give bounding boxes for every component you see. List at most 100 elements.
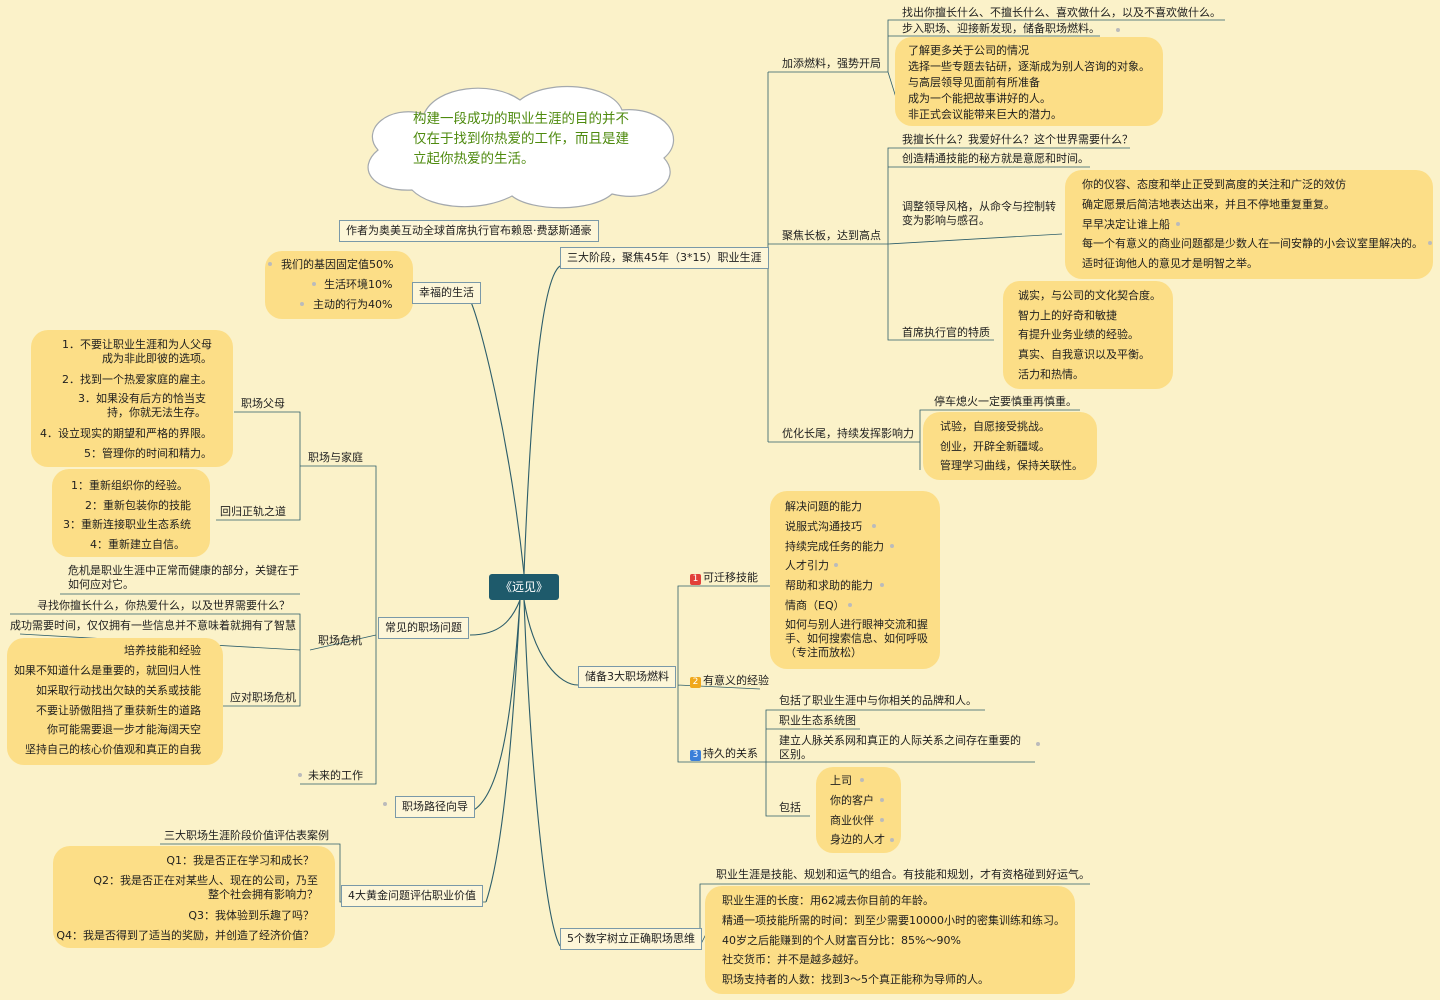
five-intro[interactable]: 职业生涯是技能、规划和运气的组合。有技能和规划，才有资格碰到好运气。 — [716, 868, 1090, 881]
include-highlight — [819, 770, 898, 850]
fuel-sub-item[interactable]: 与高层领导见面前有所准备 — [908, 76, 1040, 89]
respond-item[interactable]: 不要让骄傲阻挡了重获新生的道路 — [36, 704, 201, 717]
fuel-node[interactable]: 加添燃料，强势开局 — [782, 57, 881, 70]
parents-item[interactable]: 1．不要让职业生涯和为人父母成为非此即彼的选项。 — [62, 338, 212, 365]
skill-item[interactable]: 如何与别人进行眼神交流和握手、如何搜索信息、如何呼吸（专注而放松） — [785, 618, 928, 659]
reserve-node[interactable]: 储备3大职场燃料 — [578, 666, 676, 688]
five-item[interactable]: 职业生涯的长度：用62减去你目前的年龄。 — [722, 894, 934, 907]
lead-item[interactable]: 适时征询他人的意见才是明智之举。 — [1082, 257, 1258, 270]
parents-item[interactable]: 2．找到一个热爱家庭的雇主。 — [62, 373, 212, 386]
include-item[interactable]: 上司 — [830, 774, 852, 787]
return-item[interactable]: 2：重新包装你的技能 — [85, 499, 191, 512]
five-item[interactable]: 职场支持者的人数：找到3～5个真正能称为导师的人。 — [722, 973, 989, 986]
fuel-sub-item[interactable]: 成为一个能把故事讲好的人。 — [908, 92, 1051, 105]
skill-item[interactable]: 说服式沟通技巧 — [785, 520, 862, 533]
expand-dot-icon — [268, 262, 272, 266]
happy-item[interactable]: 主动的行为40% — [313, 298, 393, 311]
ceo-node[interactable]: 首席执行官的特质 — [902, 326, 990, 339]
skill-item[interactable]: 人才引力 — [785, 559, 829, 572]
family-node[interactable]: 职场与家庭 — [308, 451, 363, 464]
respond-item[interactable]: 你可能需要退一步才能海阔天空 — [47, 723, 201, 736]
relation-item[interactable]: 职业生态系统图 — [779, 714, 856, 727]
return-node[interactable]: 回归正轨之道 — [220, 505, 286, 518]
include-item[interactable]: 你的客户 — [830, 794, 874, 807]
common-node[interactable]: 常见的职场问题 — [378, 617, 469, 639]
fuel-item[interactable]: 步入职场、迎接新发现，储备职场燃料。 — [902, 22, 1100, 35]
tail-item[interactable]: 管理学习曲线，保持关联性。 — [940, 459, 1083, 472]
lead-item[interactable]: 早早决定让谁上船 — [1082, 218, 1170, 231]
tail-item[interactable]: 停车熄火一定要慎重再慎重。 — [934, 395, 1077, 408]
happy-node[interactable]: 幸福的生活 — [412, 282, 481, 304]
author-node[interactable]: 作者为奥美互动全球首席执行官布赖恩·费瑟斯通豪 — [339, 220, 599, 242]
crisis-item[interactable]: 寻找你擅长什么，你热爱什么，以及世界需要什么？ — [37, 599, 290, 612]
five-item[interactable]: 精通一项技能所需的时间：到至少需要10000小时的密集训练和练习。 — [722, 914, 1065, 927]
return-item[interactable]: 1：重新组织你的经验。 — [71, 479, 188, 492]
include-item[interactable]: 身边的人才 — [830, 833, 885, 846]
path-node[interactable]: 职场路径向导 — [395, 796, 475, 818]
five-item[interactable]: 社交货币：并不是越多越好。 — [722, 953, 865, 966]
happy-item[interactable]: 我们的基因固定值50% — [281, 258, 394, 271]
number-1-icon: 1 — [690, 574, 701, 585]
lead-item[interactable]: 你的仪容、态度和举止正受到高度的关注和广泛的效仿 — [1082, 178, 1346, 191]
root-node[interactable]: 《远见》 — [489, 574, 559, 600]
expand-dot-icon — [880, 818, 884, 822]
golden-item[interactable]: Q2：我是否正在对某些人、现在的公司，乃至整个社会拥有影响力？ — [93, 874, 318, 901]
golden-node[interactable]: 4大黄金问题评估职业价值 — [341, 885, 483, 907]
ceo-item[interactable]: 真实、自我意识以及平衡。 — [1018, 348, 1150, 361]
five-item[interactable]: 40岁之后能赚到的个人财富百分比：85%～90% — [722, 934, 961, 947]
respond-item[interactable]: 如采取行动找出欠缺的关系或技能 — [36, 684, 201, 697]
skill-item[interactable]: 帮助和求助的能力 — [785, 579, 873, 592]
parents-item[interactable]: 3．如果没有后方的恰当支持，你就无法生存。 — [78, 392, 206, 419]
expand-dot-icon — [383, 802, 387, 806]
relation-item[interactable]: 包括了职业生涯中与你相关的品牌和人。 — [779, 694, 977, 707]
tail-node[interactable]: 优化长尾，持续发挥影响力 — [782, 427, 914, 440]
crisis-node[interactable]: 职场危机 — [318, 634, 362, 647]
fuel-sub-item[interactable]: 了解更多关于公司的情况 — [908, 44, 1029, 57]
relation-item[interactable]: 建立人脉关系网和真正的人际关系之间存在重要的区别。 — [779, 734, 1021, 761]
skills-highlight — [773, 494, 937, 666]
respond-item[interactable]: 培养技能和经验 — [124, 644, 201, 657]
lead-item[interactable]: 每一个有意义的商业问题都是少数人在一间安静的小会议室里解决的。 — [1082, 237, 1423, 250]
return-item[interactable]: 3：重新连接职业生态系统 — [63, 518, 191, 531]
include-item[interactable]: 商业伙伴 — [830, 814, 874, 827]
ceo-item[interactable]: 活力和热情。 — [1018, 368, 1084, 381]
focus-item[interactable]: 我擅长什么？我爱好什么？这个世界需要什么？ — [902, 133, 1133, 146]
ceo-highlight — [1006, 284, 1170, 386]
fuel-sub-item[interactable]: 选择一些专题去钻研，逐渐成为别人咨询的对象。 — [908, 60, 1150, 73]
focus-node[interactable]: 聚焦长板，达到高点 — [782, 229, 881, 242]
tail-item[interactable]: 试验，自愿接受挑战。 — [940, 420, 1050, 433]
lead-item[interactable]: 确定愿景后简洁地表达出来，并且不停地重复重复。 — [1082, 198, 1335, 211]
golden-item[interactable]: Q4：我是否得到了适当的奖励，并创造了经济价值？ — [56, 929, 314, 942]
golden-item[interactable]: Q3：我体验到乐趣了吗？ — [188, 909, 314, 922]
respond-item[interactable]: 坚持自己的核心价值观和真正的自我 — [25, 743, 201, 756]
parents-item[interactable]: 4．设立现实的期望和严格的界限。 — [40, 427, 212, 440]
respond-item[interactable]: 如果不知道什么是重要的，就回归人性 — [14, 664, 201, 677]
focus-item[interactable]: 创造精通技能的秘方就是意愿和时间。 — [902, 152, 1089, 165]
skill-item[interactable]: 持续完成任务的能力 — [785, 540, 884, 553]
fuel-item[interactable]: 找出你擅长什么、不擅长什么、喜欢做什么，以及不喜欢做什么。 — [902, 6, 1221, 19]
parents-node[interactable]: 职场父母 — [241, 397, 285, 410]
three-stages-node[interactable]: 三大阶段，聚焦45年（3*15）职业生涯 — [560, 247, 769, 269]
parents-item[interactable]: 5：管理你的时间和精力。 — [84, 447, 212, 460]
ceo-item[interactable]: 有提升业务业绩的经验。 — [1018, 328, 1139, 341]
fuel-sub-item[interactable]: 非正式会议能带来巨大的潜力。 — [908, 108, 1062, 121]
five-numbers-node[interactable]: 5个数字树立正确职场思维 — [560, 928, 702, 950]
golden-case[interactable]: 三大职场生涯阶段价值评估表案例 — [164, 829, 329, 842]
crisis-intro[interactable]: 危机是职业生涯中正常而健康的部分，关键在于如何应对它。 — [68, 564, 299, 591]
future-node[interactable]: 未来的工作 — [308, 769, 363, 782]
skill-item[interactable]: 解决问题的能力 — [785, 500, 862, 513]
skill-item[interactable]: 情商（EQ） — [785, 599, 845, 612]
tail-item[interactable]: 创业，开辟全新疆域。 — [940, 440, 1050, 453]
golden-item[interactable]: Q1：我是否正在学习和成长？ — [166, 854, 314, 867]
include-node[interactable]: 包括 — [779, 801, 801, 814]
ceo-item[interactable]: 智力上的好奇和敏捷 — [1018, 309, 1117, 322]
ceo-item[interactable]: 诚实，与公司的文化契合度。 — [1018, 289, 1161, 302]
lead-node[interactable]: 调整领导风格，从命令与控制转变为影响与感召。 — [902, 200, 1056, 227]
return-item[interactable]: 4：重新建立自信。 — [90, 538, 185, 551]
crisis-item[interactable]: 成功需要时间，仅仅拥有一些信息并不意味着就拥有了智慧 — [10, 619, 296, 632]
happy-item[interactable]: 生活环境10% — [324, 278, 393, 291]
respond-node[interactable]: 应对职场危机 — [230, 691, 296, 704]
